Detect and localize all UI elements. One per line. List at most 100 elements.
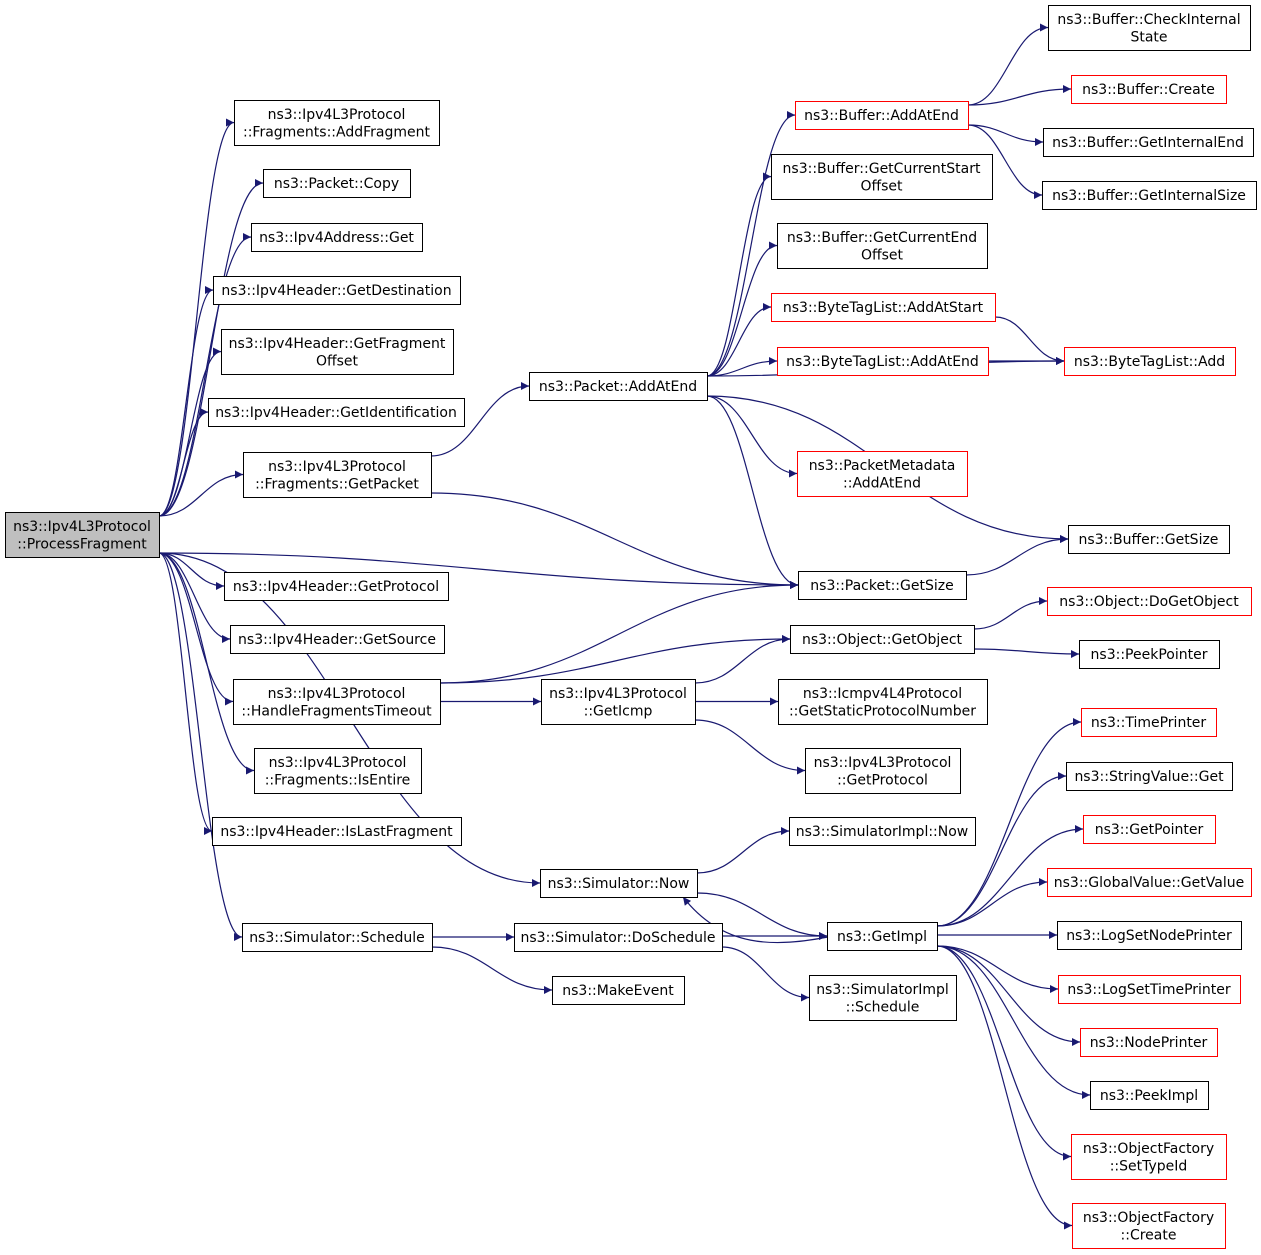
node-sim-now[interactable]: ns3::Simulator::Now xyxy=(540,869,698,898)
node-sim-impl-schedule[interactable]: ns3::SimulatorImpl::Schedule xyxy=(809,975,957,1021)
node-box xyxy=(1048,5,1251,51)
node-global-value-get[interactable]: ns3::GlobalValue::GetValue xyxy=(1047,868,1252,897)
node-buf-get-internal-end[interactable]: ns3::Buffer::GetInternalEnd xyxy=(1043,128,1254,157)
node-label: ::GetProtocol xyxy=(837,772,928,788)
node-box xyxy=(795,101,969,130)
node-get-source[interactable]: ns3::Ipv4Header::GetSource xyxy=(230,625,445,654)
node-box xyxy=(1066,762,1233,791)
node-box xyxy=(771,293,996,322)
node-root[interactable]: ns3::Ipv4L3Protocol::ProcessFragment xyxy=(5,512,160,558)
node-obj-get-object[interactable]: ns3::Object::GetObject xyxy=(790,625,975,654)
node-is-last-fragment[interactable]: ns3::Ipv4Header::IsLastFragment xyxy=(212,817,462,846)
node-frag-get-packet[interactable]: ns3::Ipv4L3Protocol::Fragments::GetPacke… xyxy=(243,452,432,498)
node-sim-schedule[interactable]: ns3::Simulator::Schedule xyxy=(242,923,433,952)
node-buf-get-internal-size[interactable]: ns3::Buffer::GetInternalSize xyxy=(1042,181,1257,210)
node-get-impl[interactable]: ns3::GetImpl xyxy=(827,922,938,951)
node-box xyxy=(1079,640,1220,669)
node-get-pointer[interactable]: ns3::GetPointer xyxy=(1083,815,1216,844)
node-box xyxy=(789,817,976,846)
node-btl-add-at-end[interactable]: ns3::ByteTagList::AddAtEnd xyxy=(777,347,989,376)
node-box xyxy=(213,276,461,305)
node-label: ns3::Ipv4L3Protocol xyxy=(268,107,406,123)
node-label: ns3::Object::GetObject xyxy=(802,632,963,648)
node-btl-add[interactable]: ns3::ByteTagList::Add xyxy=(1064,347,1236,376)
node-box xyxy=(771,154,993,200)
node-label: ns3::Ipv4L3Protocol xyxy=(814,755,952,771)
node-buf-create[interactable]: ns3::Buffer::Create xyxy=(1071,75,1227,104)
node-obj-factory-create[interactable]: ns3::ObjectFactory::Create xyxy=(1072,1203,1226,1249)
node-label: ns3::ObjectFactory xyxy=(1083,1141,1214,1157)
node-label: ns3::Icmpv4L4Protocol xyxy=(803,686,962,702)
node-box xyxy=(1047,587,1252,616)
node-box xyxy=(805,748,961,794)
node-log-set-node-printer[interactable]: ns3::LogSetNodePrinter xyxy=(1057,921,1242,950)
node-peek-impl[interactable]: ns3::PeekImpl xyxy=(1090,1081,1209,1110)
edge-get-impl-to-string-value-get xyxy=(936,772,1067,927)
node-handle-timeout[interactable]: ns3::Ipv4L3Protocol::HandleFragmentsTime… xyxy=(233,679,441,725)
node-add-fragment[interactable]: ns3::Ipv4L3Protocol::Fragments::AddFragm… xyxy=(234,100,440,146)
node-log-set-time-printer[interactable]: ns3::LogSetTimePrinter xyxy=(1058,975,1241,1004)
edge-get-impl-to-global-value-get xyxy=(936,878,1048,927)
node-string-value-get[interactable]: ns3::StringValue::Get xyxy=(1066,762,1233,791)
node-get-icmp[interactable]: ns3::Ipv4L3Protocol::GetIcmp xyxy=(541,679,696,725)
node-get-destination[interactable]: ns3::Ipv4Header::GetDestination xyxy=(213,276,461,305)
edge-obj-get-object-to-peek-pointer xyxy=(973,648,1080,658)
edge-get-impl-to-sim-now xyxy=(682,896,834,944)
edge-root-to-packet-get-size xyxy=(158,552,799,589)
node-obj-factory-set-type-id[interactable]: ns3::ObjectFactory::SetTypeId xyxy=(1071,1134,1227,1180)
node-make-event[interactable]: ns3::MakeEvent xyxy=(552,976,685,1005)
edge-get-impl-to-node-printer xyxy=(936,945,1081,1046)
node-buf-add-at-end[interactable]: ns3::Buffer::AddAtEnd xyxy=(795,101,969,130)
node-sim-impl-now[interactable]: ns3::SimulatorImpl::Now xyxy=(789,817,976,846)
node-label: ::HandleFragmentsTimeout xyxy=(241,703,432,719)
node-do-schedule[interactable]: ns3::Simulator::DoSchedule xyxy=(514,923,723,952)
node-label: ns3::Ipv4Header::GetProtocol xyxy=(233,579,439,595)
node-label: ns3::Object::DoGetObject xyxy=(1059,594,1239,610)
node-ipv4-addr-get[interactable]: ns3::Ipv4Address::Get xyxy=(251,223,423,252)
node-node-printer[interactable]: ns3::NodePrinter xyxy=(1080,1028,1218,1057)
edge-root-to-is-entire xyxy=(158,552,255,775)
node-buf-get-size[interactable]: ns3::Buffer::GetSize xyxy=(1068,525,1230,554)
edge-root-to-ipv4-addr-get xyxy=(158,233,252,517)
node-get-identification[interactable]: ns3::Ipv4Header::GetIdentification xyxy=(208,398,465,427)
node-label: ns3::Packet::GetSize xyxy=(810,578,953,594)
edge-packet-add-at-end-to-buf-get-cur-end-off xyxy=(706,241,778,377)
node-label: ns3::Ipv4Header::GetSource xyxy=(238,632,436,648)
edge-buf-add-at-end-to-buf-get-internal-end xyxy=(967,124,1044,146)
node-label: ns3::Buffer::CheckInternal xyxy=(1057,12,1240,28)
node-label: ns3::StringValue::Get xyxy=(1074,769,1224,785)
node-packet-copy[interactable]: ns3::Packet::Copy xyxy=(263,169,411,198)
node-label: ns3::Buffer::GetSize xyxy=(1079,532,1219,548)
node-label: ns3::Packet::AddAtEnd xyxy=(539,379,697,395)
edge-frag-get-packet-to-packet-get-size xyxy=(430,492,799,589)
node-label: ns3::Buffer::GetInternalEnd xyxy=(1052,135,1244,151)
node-l3-get-protocol[interactable]: ns3::Ipv4L3Protocol::GetProtocol xyxy=(805,748,961,794)
node-time-printer[interactable]: ns3::TimePrinter xyxy=(1081,708,1217,737)
edge-get-impl-to-obj-factory-create xyxy=(936,945,1073,1230)
node-label: ns3::ObjectFactory xyxy=(1083,1210,1214,1226)
node-box xyxy=(254,748,422,794)
node-box xyxy=(243,452,432,498)
node-pm-add-at-end[interactable]: ns3::PacketMetadata::AddAtEnd xyxy=(797,451,968,497)
node-label: ns3::SimulatorImpl::Now xyxy=(796,824,969,840)
node-box xyxy=(514,923,723,952)
node-box xyxy=(1057,921,1242,950)
edge-get-impl-to-peek-impl xyxy=(936,945,1091,1099)
node-is-entire[interactable]: ns3::Ipv4L3Protocol::Fragments::IsEntire xyxy=(254,748,422,794)
node-btl-add-at-start[interactable]: ns3::ByteTagList::AddAtStart xyxy=(771,293,996,322)
node-packet-get-size[interactable]: ns3::Packet::GetSize xyxy=(798,571,967,600)
edge-get-icmp-to-l3-get-protocol xyxy=(694,719,806,775)
node-box xyxy=(809,975,957,1021)
edge-sim-now-to-get-impl xyxy=(696,892,828,940)
node-packet-add-at-end[interactable]: ns3::Packet::AddAtEnd xyxy=(529,372,708,401)
node-get-protocol-hdr[interactable]: ns3::Ipv4Header::GetProtocol xyxy=(224,572,449,601)
node-label: ns3::Ipv4Header::GetIdentification xyxy=(215,405,457,421)
node-peek-pointer[interactable]: ns3::PeekPointer xyxy=(1079,640,1220,669)
node-obj-do-get-object[interactable]: ns3::Object::DoGetObject xyxy=(1047,587,1252,616)
node-label: ::GetIcmp xyxy=(584,703,653,719)
node-icmp-static-proto[interactable]: ns3::Icmpv4L4Protocol::GetStaticProtocol… xyxy=(778,679,988,725)
